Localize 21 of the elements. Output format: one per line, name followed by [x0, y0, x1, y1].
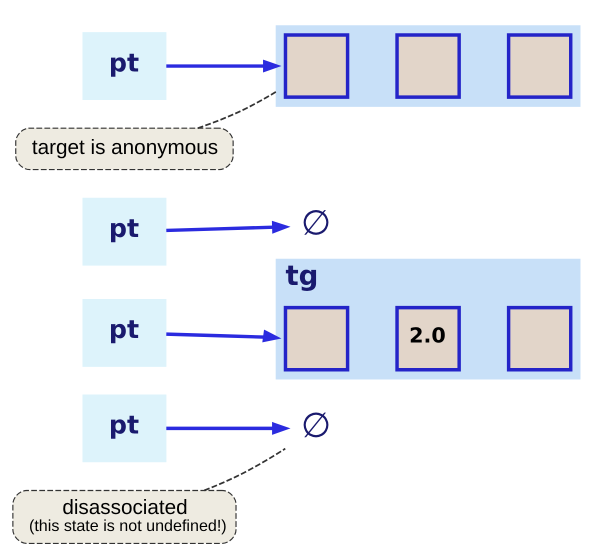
- node-box: pt: [82, 197, 166, 266]
- node-box: pt: [82, 32, 166, 100]
- node-text: ∅: [301, 406, 332, 446]
- arrow: [166, 329, 282, 342]
- node-box: [395, 32, 461, 98]
- node-box: [506, 32, 572, 98]
- cluster: [276, 24, 580, 106]
- node-box: pt: [82, 298, 166, 366]
- connector: [197, 90, 277, 128]
- node-box: target is anonymous: [15, 127, 234, 170]
- arrow: [166, 421, 291, 434]
- node-box: [506, 305, 572, 371]
- node-box: [284, 32, 350, 98]
- node-text: ∅: [301, 203, 332, 244]
- arrow: [166, 59, 282, 72]
- node-box: [284, 305, 350, 371]
- node-box: pt: [82, 394, 166, 462]
- arrow: [166, 220, 291, 234]
- node-box: 2.0: [395, 305, 461, 371]
- connector: [204, 447, 286, 491]
- node-box: disassociated (this state is not undefined!): [12, 489, 237, 544]
